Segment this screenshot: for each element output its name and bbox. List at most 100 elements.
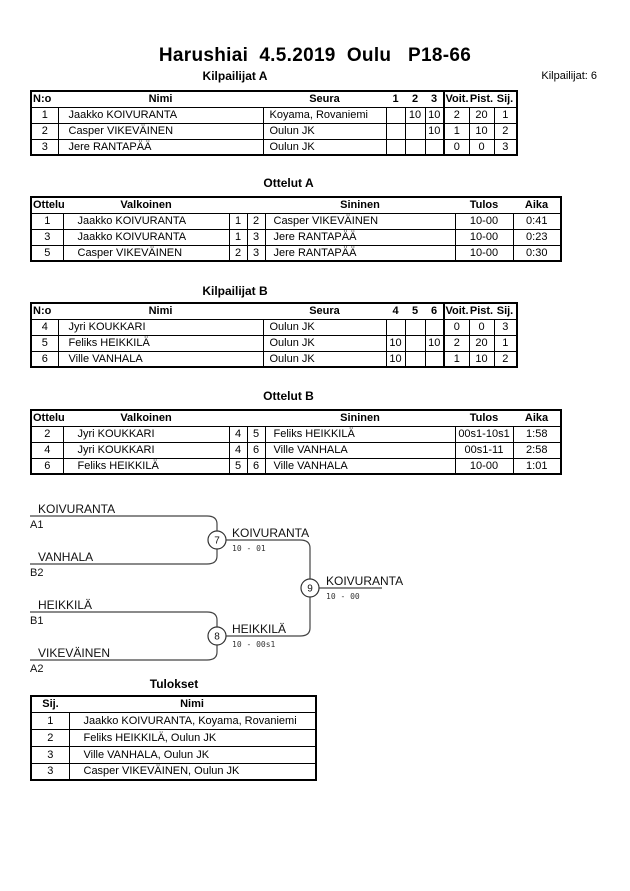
cell-name: Ville VANHALA <box>57 350 264 368</box>
cell-no: 1 <box>30 106 59 124</box>
table-row: 2 Feliks HEIKKILÄ, Oulun JK <box>30 728 317 747</box>
cell-blue-name: Jere RANTAPÄÄ <box>264 228 456 246</box>
cell-m2 <box>404 318 426 336</box>
cell-m3: 10 <box>424 106 445 124</box>
matches-a-header-row: Ottelu Valkoinen Sininen Tulos Aika <box>31 197 561 213</box>
cell-m3 <box>424 138 445 156</box>
cell-blue-name: Feliks HEIKKILÄ <box>264 425 456 443</box>
matches-a-table: Ottelu Valkoinen Sininen Tulos Aika 1 Ja… <box>30 196 562 262</box>
cell-no: 3 <box>30 138 59 156</box>
cell-time: 0:41 <box>512 212 562 230</box>
bracket-score: 10 - 00 <box>326 592 360 601</box>
cell-time: 1:01 <box>512 457 562 475</box>
cell-blue-no: 5 <box>246 425 266 443</box>
match-number: 8 <box>214 632 220 643</box>
cell-white-no: 5 <box>228 457 248 475</box>
cell-blue-no: 3 <box>246 228 266 246</box>
col-header-m2: 2 <box>411 93 419 106</box>
cell-club: Oulun JK <box>262 138 387 156</box>
col-header-m1: 1 <box>392 93 399 106</box>
cell-m3: 10 <box>424 122 445 140</box>
table-row: 1 Jaakko KOIVURANTA, Koyama, Rovaniemi <box>30 711 317 730</box>
cell-no: 6 <box>30 350 59 368</box>
cell-blue-name: Ville VANHALA <box>264 457 456 475</box>
bracket-entry-name: KOIVURANTA <box>38 502 115 516</box>
cell-match-no: 1 <box>30 212 64 230</box>
col-header-match: Ottelu <box>33 412 65 425</box>
col-header-name: Nimi <box>148 93 173 106</box>
cell-blue-no: 6 <box>246 441 266 459</box>
competitors-count: Kilpailijat: 6 <box>541 70 597 82</box>
cell-name: Casper VIKEVÄINEN <box>57 122 264 140</box>
col-header-blue: Sininen <box>340 199 380 212</box>
bracket-winner-name: KOIVURANTA <box>326 574 403 588</box>
cell-blue-name: Ville VANHALA <box>264 441 456 459</box>
matches-a-heading: Ottelut A <box>263 176 314 190</box>
cell-wins: 0 <box>443 318 470 336</box>
results-heading: Tulokset <box>149 677 199 691</box>
bracket-entry-name: VIKEVÄINEN <box>38 646 110 660</box>
col-header-rank: Sij. <box>496 305 514 318</box>
cell-name: Ville VANHALA, Oulun JK <box>68 745 317 764</box>
cell-match-no: 2 <box>30 425 64 443</box>
cell-white-name: Jyri KOUKKARI <box>62 425 230 443</box>
cell-time: 2:58 <box>512 441 562 459</box>
bracket-seed: A2 <box>30 663 43 675</box>
col-header-rank: Sij. <box>496 93 514 106</box>
bracket-line-semi1-top <box>30 515 218 531</box>
cell-club: Oulun JK <box>262 334 387 352</box>
cell-match-no: 4 <box>30 441 64 459</box>
cell-rank: 3 <box>30 745 70 764</box>
col-header-m3: 3 <box>430 93 438 106</box>
cell-rank: 1 <box>493 334 518 352</box>
matches-b-heading: Ottelut B <box>263 389 314 403</box>
col-header-bno <box>247 410 265 426</box>
table-row: 4 Jyri KOUKKARI Oulun JK 0 0 3 <box>30 318 518 336</box>
cell-name: Jyri KOUKKARI <box>57 318 264 336</box>
cell-white-no: 4 <box>228 441 248 459</box>
bracket-line-semi2-top <box>30 611 218 627</box>
results-table: Sij. Nimi 1 Jaakko KOIVURANTA, Koyama, R… <box>30 695 317 781</box>
col-header-match: Ottelu <box>33 199 65 212</box>
cell-blue-no: 3 <box>246 244 266 262</box>
cell-time: 0:30 <box>512 244 562 262</box>
cell-white-no: 1 <box>228 228 248 246</box>
cell-rank: 2 <box>493 350 518 368</box>
bracket-seed: A1 <box>30 519 43 531</box>
pool-b-heading: Kilpailijat B <box>202 284 268 298</box>
cell-white-name: Feliks HEIKKILÄ <box>62 457 230 475</box>
col-header-m2: 5 <box>411 305 419 318</box>
cell-no: 2 <box>30 122 59 140</box>
cell-result: 10-00 <box>454 457 514 475</box>
cell-m1 <box>385 318 406 336</box>
cell-rank: 1 <box>30 711 70 730</box>
cell-name: Jaakko KOIVURANTA, Koyama, Rovaniemi <box>68 711 317 730</box>
bracket-line-semi2-winner <box>226 597 311 637</box>
cell-m3 <box>424 350 445 368</box>
cell-wins: 0 <box>443 138 470 156</box>
cell-white-no: 2 <box>228 244 248 262</box>
col-header-name: Nimi <box>148 305 173 318</box>
bracket-entry-name: HEIKKILÄ <box>38 598 92 612</box>
col-header-wno <box>229 410 247 426</box>
col-header-white: Valkoinen <box>120 412 172 425</box>
col-header-name: Nimi <box>180 698 204 711</box>
col-header-m3: 6 <box>430 305 438 318</box>
table-row: 6 Ville VANHALA Oulun JK 10 1 10 2 <box>30 350 518 368</box>
cell-rank: 3 <box>493 138 518 156</box>
pool-a-header-row: N:o Nimi Seura 1 2 3 Voit. Pist. Sij. <box>31 91 517 107</box>
table-row: 3 Ville VANHALA, Oulun JK <box>30 745 317 764</box>
col-header-result: Tulos <box>469 199 499 212</box>
table-row: 3 Casper VIKEVÄINEN, Oulun JK <box>30 762 317 781</box>
cell-m1 <box>385 138 406 156</box>
cell-club: Oulun JK <box>262 350 387 368</box>
cell-m1 <box>385 122 406 140</box>
cell-rank: 2 <box>493 122 518 140</box>
cell-points: 0 <box>468 318 495 336</box>
cell-name: Jere RANTAPÄÄ <box>57 138 264 156</box>
cell-points: 0 <box>468 138 495 156</box>
table-row: 5 Feliks HEIKKILÄ Oulun JK 10 10 2 20 1 <box>30 334 518 352</box>
matches-b-table: Ottelu Valkoinen Sininen Tulos Aika 2 Jy… <box>30 409 562 475</box>
col-header-club: Seura <box>309 93 340 106</box>
col-header-no: N:o <box>33 305 52 318</box>
